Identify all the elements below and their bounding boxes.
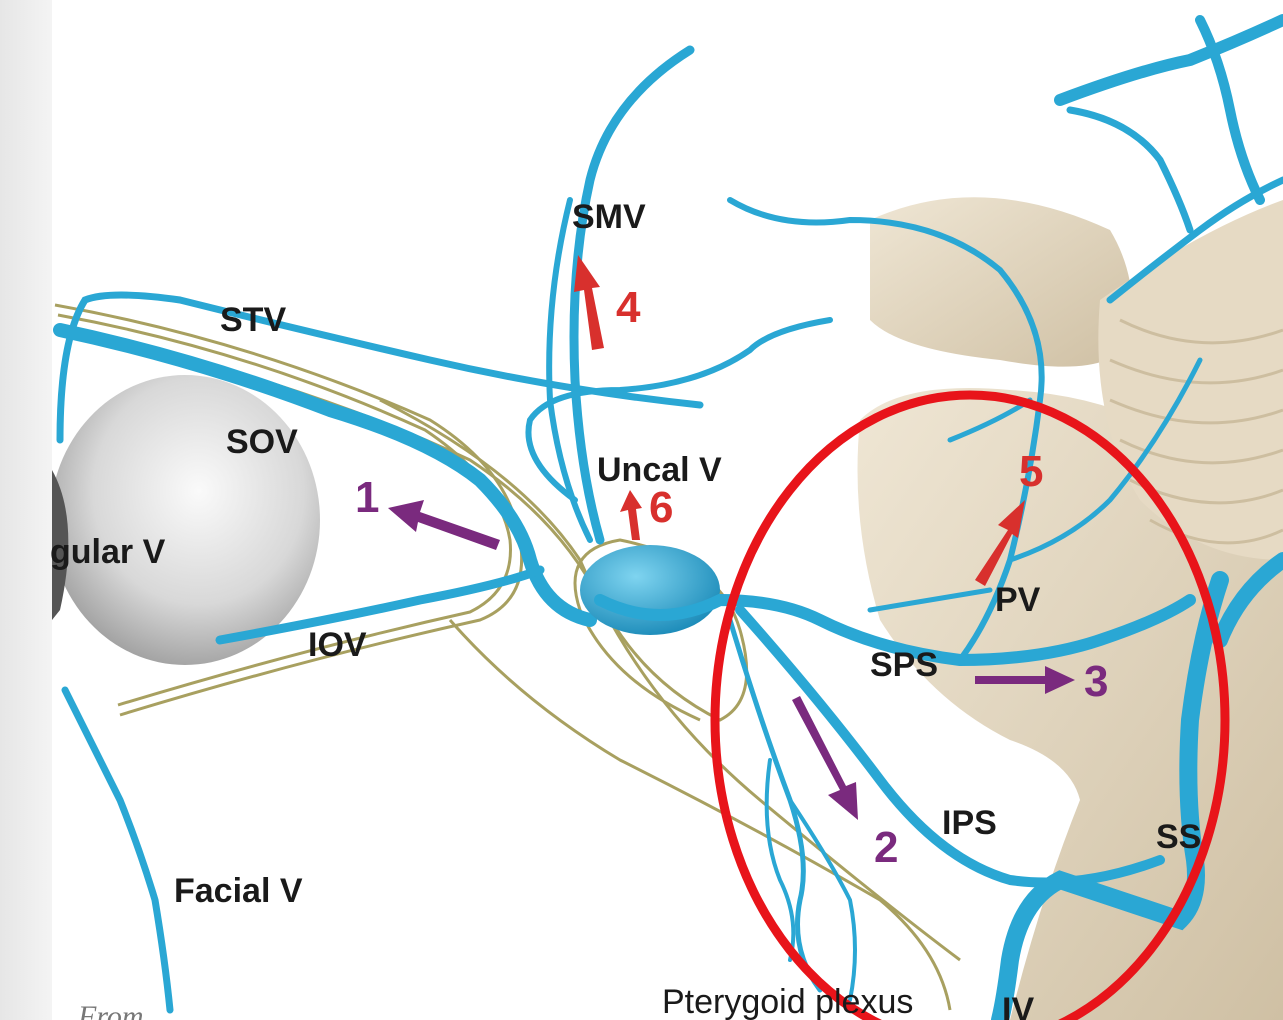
label-smv: SMV — [572, 200, 646, 234]
label-sps: SPS — [870, 648, 938, 682]
source-citation: From — [78, 1000, 144, 1020]
label-facial-v: Facial V — [174, 874, 303, 908]
label-uncal-v: Uncal V — [597, 453, 722, 487]
slide-margin — [0, 0, 52, 1020]
venous-drainage-diagram: SMV STV SOV gular V IOV Uncal V Facial V… — [52, 0, 1283, 1020]
label-iv: IV — [1002, 993, 1034, 1020]
label-sov: SOV — [226, 425, 298, 459]
label-iov: IOV — [308, 628, 367, 662]
eyeball — [52, 375, 320, 665]
label-ips: IPS — [942, 806, 997, 840]
arrow-number-3: 3 — [1084, 660, 1108, 704]
label-jugular-v: gular V — [50, 535, 165, 569]
arrow-number-6: 6 — [649, 486, 673, 530]
label-pv: PV — [995, 583, 1040, 617]
arrow-number-4: 4 — [616, 286, 640, 330]
label-stv: STV — [220, 303, 286, 337]
label-ss: SS — [1156, 820, 1201, 854]
arrow-number-1: 1 — [355, 476, 379, 520]
arrow-number-2: 2 — [874, 826, 898, 870]
label-pterygoid-plexus: Pterygoid plexus — [662, 985, 913, 1019]
arrow-number-5: 5 — [1019, 450, 1043, 494]
